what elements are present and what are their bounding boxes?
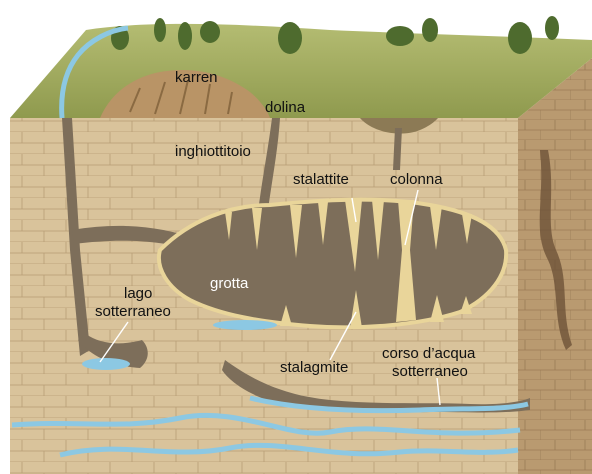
label-lago-line1: lago <box>124 285 152 302</box>
label-corso-line2: sotterraneo <box>392 363 468 380</box>
label-stalattite: stalattite <box>293 171 349 188</box>
label-karren: karren <box>175 69 218 86</box>
label-corso-line1: corso d’acqua <box>382 345 476 362</box>
label-inghiottitoio: inghiottitoio <box>175 143 251 160</box>
cave-pool <box>213 320 277 330</box>
label-lago-line2: sotterraneo <box>95 303 171 320</box>
label-colonna: colonna <box>390 171 443 188</box>
label-grotta: grotta <box>210 275 249 292</box>
cave-chamber <box>159 200 506 328</box>
label-stalagmite: stalagmite <box>280 359 348 376</box>
label-dolina: dolina <box>265 99 306 116</box>
underground-lake <box>82 358 130 370</box>
